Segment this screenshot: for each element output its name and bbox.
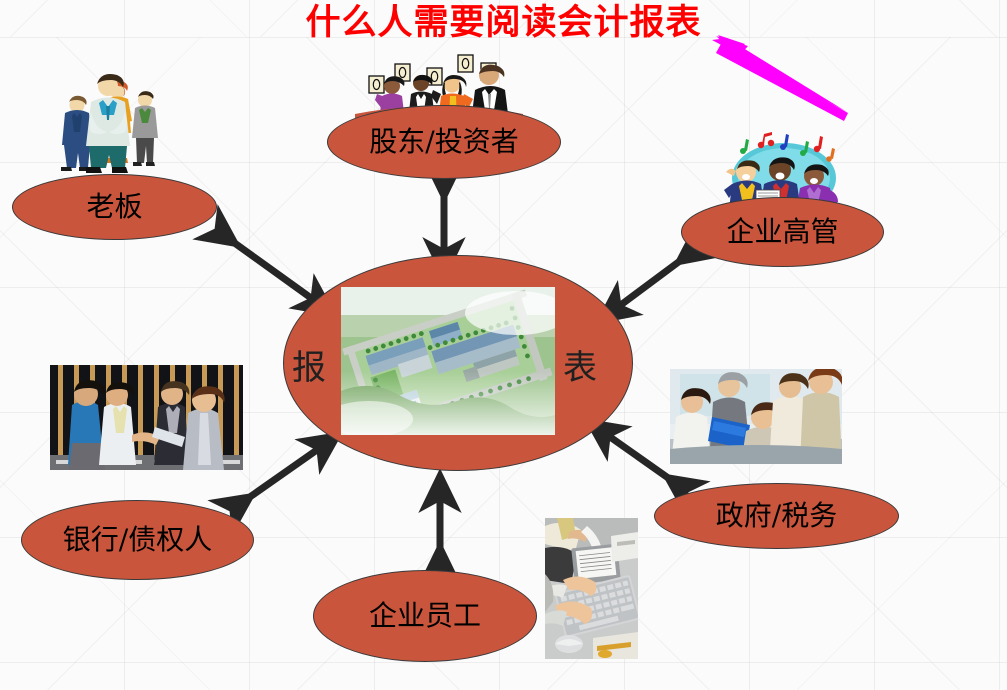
center-char-left: 报 [292,348,326,388]
government-meeting-photo [670,369,842,464]
employee-data-entry-photo [545,518,638,659]
page-title: 什么人需要阅读会计报表 [305,3,702,43]
arrow-center-to-bank [207,431,344,536]
center-char-right: 表 [563,348,597,388]
bank-handshake-photo [50,365,243,470]
node-shareholders[interactable]: 股东/投资者 [327,105,561,179]
node-executives-label: 企业高管 [726,215,839,248]
node-employees-label: 企业员工 [368,599,481,632]
node-government-label: 政府/税务 [715,499,838,532]
node-bank[interactable]: 银行/债权人 [21,500,254,580]
node-boss-label: 老板 [86,190,143,223]
node-bank-label: 银行/债权人 [62,523,213,556]
node-shareholders-label: 股东/投资者 [369,125,519,158]
node-employees[interactable]: 企业员工 [313,570,537,662]
arrow-center-to-executives [594,222,722,325]
arrow-title-pointer [712,35,848,121]
node-boss[interactable]: 老板 [12,174,217,240]
business-team-clipart [61,74,158,173]
arrow-center-to-boss [192,204,338,317]
arrow-center-to-government [583,418,711,517]
node-government[interactable]: 政府/税务 [654,483,899,549]
node-executives[interactable]: 企业高管 [681,197,884,267]
factory-aerial-photo [341,287,555,435]
